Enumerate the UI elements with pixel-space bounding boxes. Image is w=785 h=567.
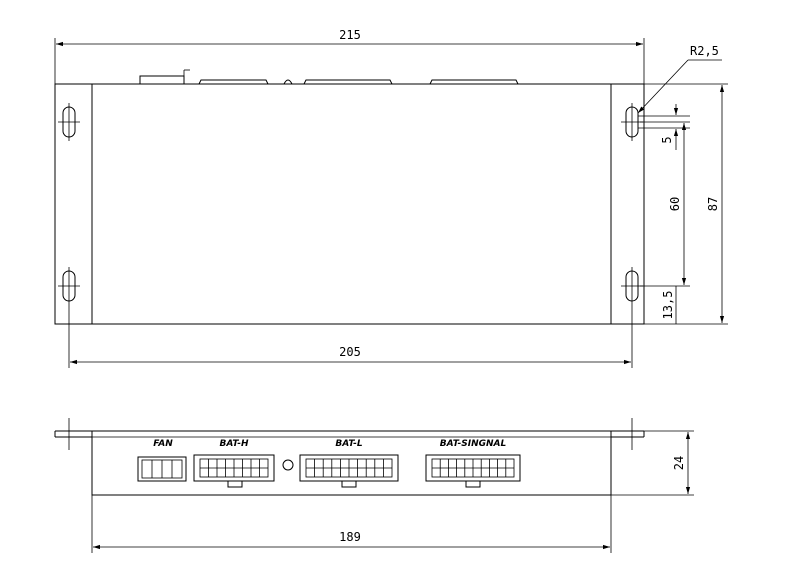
dim-front-body-width: 189: [91, 495, 612, 553]
dim-hole-spacing-width: 205: [68, 305, 633, 368]
top-view: 215 205 R2,5 5 60: [54, 28, 728, 368]
dim-215-label: 215: [339, 28, 361, 42]
fan-connector-top: [139, 75, 185, 85]
fan-connector: FAN: [137, 439, 187, 482]
fan-label: FAN: [153, 439, 173, 449]
dim-overall-height: 87: [644, 83, 728, 325]
bat-signal-label: BAT-SINGNAL: [440, 439, 507, 449]
dim-24-label: 24: [672, 456, 686, 470]
mounting-slot-top-right: [621, 103, 643, 141]
dim-135-label: 13,5: [661, 291, 675, 320]
dim-60-label: 60: [668, 197, 682, 211]
mounting-slot-bottom-right: [621, 267, 643, 305]
bat-l-connector-top: [303, 79, 393, 85]
dim-edge-offset: 13,5: [661, 286, 677, 324]
bat-l-label: BAT-L: [335, 439, 363, 449]
bat-h-connector: BAT-H: [193, 439, 275, 488]
dim-87-label: 87: [706, 197, 720, 211]
dim-hole-spacing-height: 60: [640, 121, 690, 287]
dim-overall-width: 215: [54, 28, 645, 84]
bat-signal-connector: BAT-SINGNAL: [425, 439, 521, 488]
front-body-outline: [91, 430, 612, 496]
dim-slot-length: 5: [638, 104, 690, 150]
dim-189-label: 189: [339, 530, 361, 544]
mounting-slot-top-left: [58, 103, 80, 141]
led-top: [283, 79, 293, 85]
mounting-plate-outline: [54, 83, 645, 325]
bat-signal-connector-top: [429, 79, 519, 85]
front-view: FAN BAT-H BAT-L: [54, 418, 694, 553]
mounting-slot-bottom-left: [58, 267, 80, 305]
top-connector-protrusions: [139, 69, 519, 85]
dim-r25-label: R2,5: [690, 44, 719, 58]
bat-h-label: BAT-H: [219, 439, 249, 449]
dim-corner-radius: R2,5: [637, 44, 722, 114]
dim-5-label: 5: [660, 136, 674, 143]
led-indicator: [282, 459, 294, 471]
dim-205-label: 205: [339, 345, 361, 359]
dim-front-height: 24: [611, 430, 694, 496]
bat-l-connector: BAT-L: [299, 439, 399, 488]
bat-h-connector-top: [198, 79, 269, 85]
